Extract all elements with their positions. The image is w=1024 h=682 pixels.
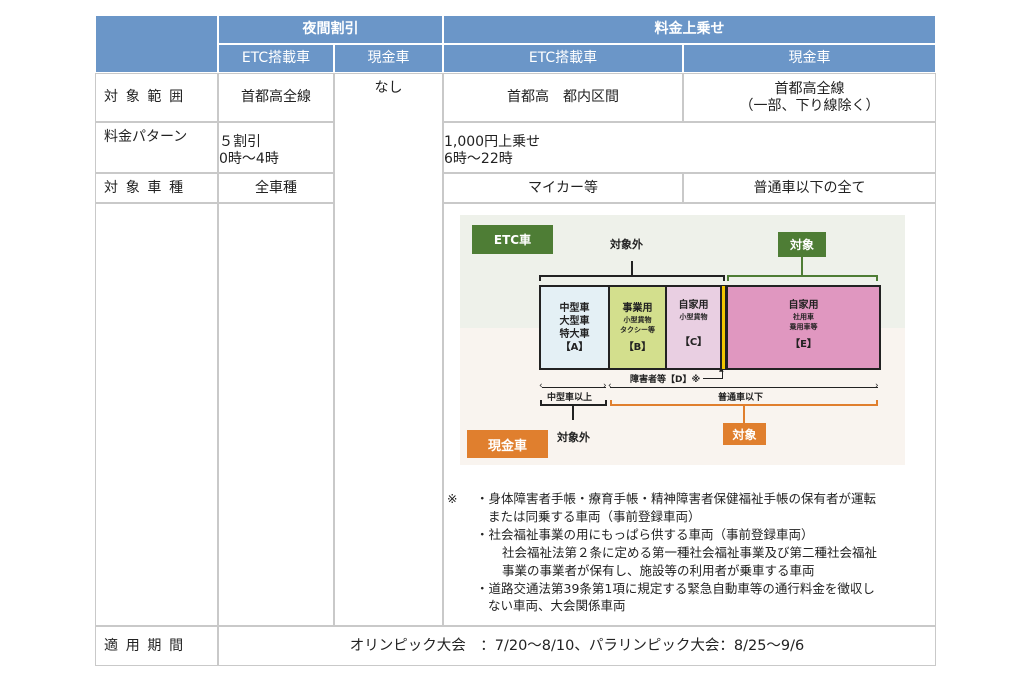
cash-excluded-text: 対象外	[557, 431, 590, 444]
disabled-label: 障害者等【D】※	[630, 375, 701, 385]
header-surcharge: 料金上乗せ	[443, 15, 936, 44]
etc-excluded-bracket	[539, 275, 725, 281]
row-label-vehicle: 対象車種	[95, 173, 218, 203]
box-b-code: 【B】	[623, 341, 652, 353]
box-e-code: 【E】	[790, 339, 817, 350]
header-surcharge-etc: ETC搭載車	[443, 44, 683, 73]
range-arrow-medium	[542, 387, 606, 388]
box-c-sub: 小型貨物	[679, 313, 708, 321]
box-b-sub: 小型貨物	[623, 315, 652, 324]
medium-up-label: 中型車以上	[547, 393, 593, 403]
note-line: 事業の事業者が保有し、施設等の利用者が乗車する車両	[502, 563, 815, 578]
bracket-tick	[743, 405, 745, 423]
box-b-sub: タクシー等	[620, 325, 655, 334]
cash-label: 現金車	[467, 430, 548, 458]
arrow-left-icon: ‹	[608, 381, 612, 391]
vehicle-category-diagram: ETC車 対象外 対象 中型車大型車特大車【A】 事業用小型貨物タクシー等【B】…	[460, 215, 905, 465]
header-night-cash: 現金車	[334, 44, 443, 73]
box-e-sub: 社用車	[793, 313, 814, 321]
night-cash-none: なし	[334, 73, 443, 626]
bracket-tick	[631, 261, 633, 275]
box-c-code: 【C】	[679, 337, 708, 348]
box-a-line: 特大車	[559, 328, 590, 340]
box-c-title: 自家用	[678, 300, 709, 311]
row-label-scope: 対象範囲	[95, 73, 218, 122]
note-mark: ※	[447, 491, 458, 506]
note-line: ない車両、大会関係車両	[488, 598, 626, 613]
note-line: ・道路交通法第39条第1項に規定する緊急自動車等の通行料金を徴収し	[476, 581, 875, 596]
box-e-title: 自家用	[788, 300, 819, 311]
box-e-sub: 乗用車等	[789, 323, 818, 331]
bracket-tick	[572, 405, 574, 420]
period-value: オリンピック大会 ：7/20～8/10、パラリンピック大会：8/25～9/6	[218, 626, 936, 666]
pattern-surcharge-hours: 6時～22時	[444, 150, 513, 167]
box-e-private-car: 自家用社用車乗用車等【E】	[726, 285, 881, 370]
arrow-right-icon: ›	[603, 381, 607, 391]
blank-night-cell	[218, 203, 334, 626]
arrow-right-icon: ›	[875, 381, 879, 391]
note-line: または同乗する車両（事前登録車両）	[488, 509, 701, 524]
etc-excluded-text: 対象外	[610, 238, 643, 251]
pointer-line	[703, 378, 723, 379]
box-b-title: 事業用	[622, 302, 653, 314]
pattern-night-hours: 0時～4時	[219, 150, 279, 167]
box-a-code: 【A】	[560, 341, 589, 353]
scope-surcharge-cash: 首都高全線（一部、下り線除く）	[683, 73, 936, 122]
etc-included-bracket	[727, 275, 878, 281]
bracket-tick	[801, 257, 803, 275]
box-d-disabled-strip	[721, 285, 726, 370]
range-arrow-standard	[610, 387, 878, 388]
row-label-pattern: 料金パターン	[95, 122, 218, 173]
box-a-medium-large: 中型車大型車特大車【A】	[539, 285, 610, 370]
header-surcharge-cash: 現金車	[683, 44, 936, 73]
header-night-etc: ETC搭載車	[218, 44, 334, 73]
vehicle-surcharge-cash: 普通車以下の全て	[683, 173, 936, 203]
box-c-private-cargo: 自家用小型貨物【C】	[665, 285, 722, 370]
note-line: ・身体障害者手帳・療育手帳・精神障害者保健福祉手帳の保有者が運転	[476, 491, 877, 506]
cash-included-tag: 対象	[723, 423, 766, 445]
scope-surcharge-etc: 首都高 都内区間	[443, 73, 683, 122]
scope-night-etc: 首都高全線	[218, 73, 334, 122]
scope-line-2: （一部、下り線除く）	[739, 97, 880, 114]
arrow-up-icon: ▲	[719, 366, 724, 373]
note-line: ・社会福祉事業の用にもっぱら供する車両（事前登録車両）	[476, 527, 814, 542]
header-night-discount: 夜間割引	[218, 15, 443, 44]
standard-down-label: 普通車以下	[718, 393, 764, 403]
arrow-left-icon: ‹	[539, 381, 543, 391]
etc-included-tag: 対象	[778, 232, 826, 257]
pattern-night-rate: ５割引	[219, 133, 261, 150]
box-a-line: 中型車	[559, 302, 590, 314]
pattern-surcharge-amount: 1,000円上乗せ	[444, 133, 541, 150]
blank-label-cell	[95, 203, 218, 626]
row-label-period: 適用期間	[95, 626, 218, 666]
vehicle-night: 全車種	[218, 173, 334, 203]
note-line: 社会福祉法第２条に定める第一種社会福祉事業及び第二種社会福祉	[502, 545, 878, 560]
pointer-line	[722, 370, 723, 379]
vehicle-surcharge-etc: マイカー等	[443, 173, 683, 203]
scope-line-1: 首都高全線	[774, 80, 845, 97]
box-b-business: 事業用小型貨物タクシー等【B】	[608, 285, 667, 370]
etc-label: ETC車	[472, 225, 553, 254]
box-a-line: 大型車	[559, 315, 590, 327]
header-corner	[95, 15, 218, 73]
